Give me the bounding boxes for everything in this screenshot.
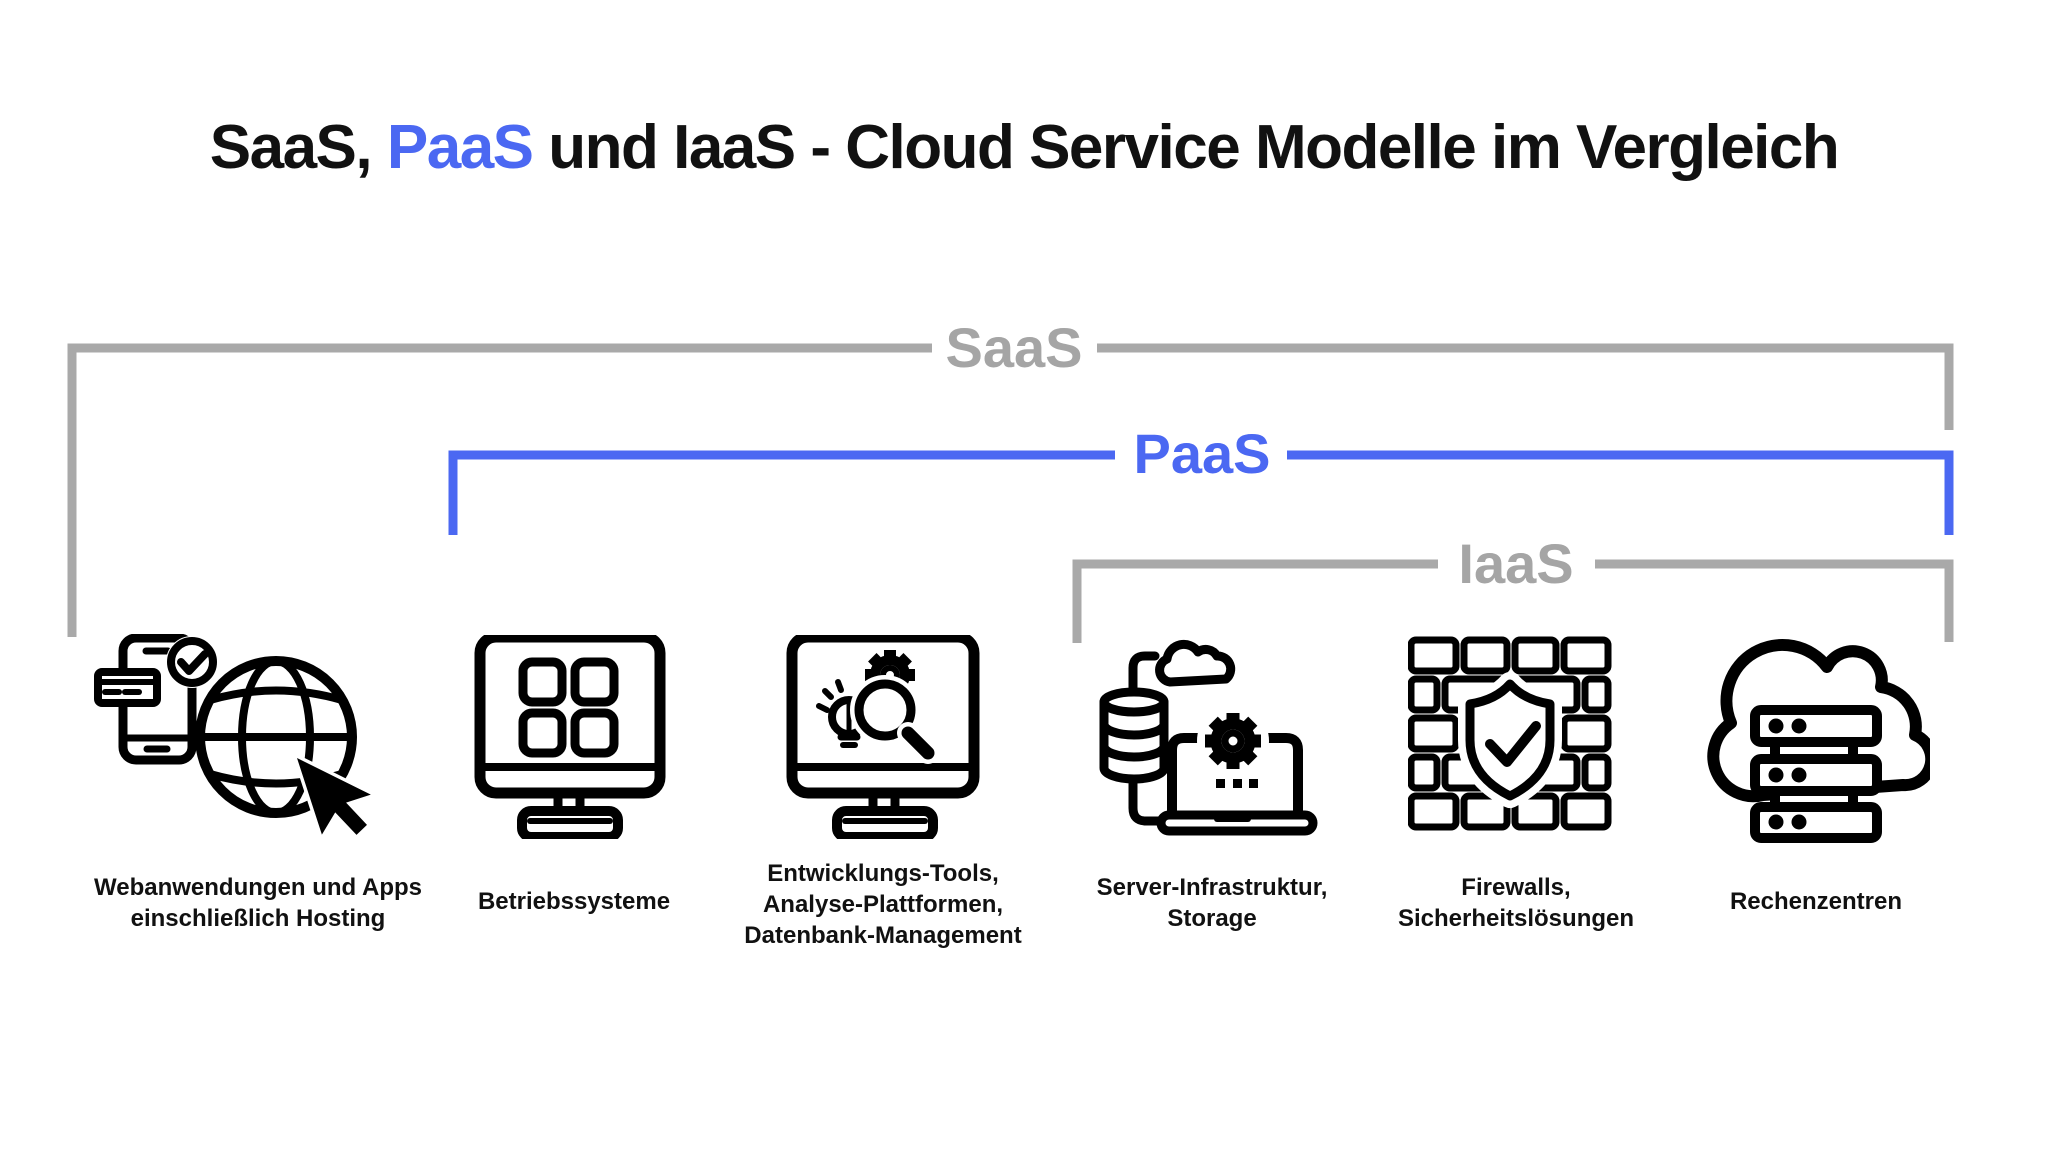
shield-check-icon <box>1458 672 1562 808</box>
title-part-paas: PaaS <box>386 113 534 182</box>
iaas-bracket-label: IaaS <box>1458 532 1574 595</box>
gear-icon <box>858 643 922 707</box>
ellipsis-dots <box>1216 779 1258 788</box>
globe-glyph <box>195 656 357 818</box>
server-cloud-laptop-icon <box>1099 639 1318 836</box>
title-part-rest: und IaaS - Cloud Service Modelle im Verg… <box>532 113 1839 182</box>
item-label-serverinfra: Server-Infrastruktur, Storage <box>1096 874 1328 932</box>
item-label-betriebssysteme: Betriebssysteme <box>477 888 671 915</box>
title-part-saas: SaaS, <box>209 113 387 182</box>
item-label-webapps: Webanwendungen und Apps einschließlich H… <box>94 874 422 932</box>
database-glyph <box>1099 687 1169 784</box>
check-badge-glyph <box>166 636 218 688</box>
saas-bracket-line <box>67 343 1954 637</box>
firewall-shield-icon <box>1408 636 1612 831</box>
page-title: SaaS, PaaS und IaaS - Cloud Service Mode… <box>0 112 2048 183</box>
server-rack-glyph <box>1750 705 1882 843</box>
monitor-dev-tools-icon <box>786 635 980 839</box>
item-label-firewalls: Firewalls, Sicherheitslösungen <box>1397 874 1635 932</box>
cursor-icon <box>293 754 375 839</box>
iaas-bracket-line <box>1072 559 1954 643</box>
saas-bracket-label: SaaS <box>945 316 1083 379</box>
item-label-rechenzentren: Rechenzentren <box>1729 888 1903 915</box>
monitor-app-grid-icon <box>474 635 666 839</box>
gear-icon <box>1197 705 1269 777</box>
credit-card-glyph <box>94 668 161 707</box>
cloud-servers-icon <box>1707 639 1930 843</box>
app-grid-glyph <box>518 657 619 758</box>
small-cloud-glyph <box>1155 639 1236 687</box>
paas-bracket-label: PaaS <box>1133 422 1271 485</box>
magnifier-icon <box>850 675 939 764</box>
paas-bracket-line <box>448 450 1954 535</box>
web-apps-globe-cursor-icon <box>94 634 375 839</box>
item-label-devtools: Entwicklungs-Tools, Analyse-Plattformen,… <box>744 860 1022 949</box>
